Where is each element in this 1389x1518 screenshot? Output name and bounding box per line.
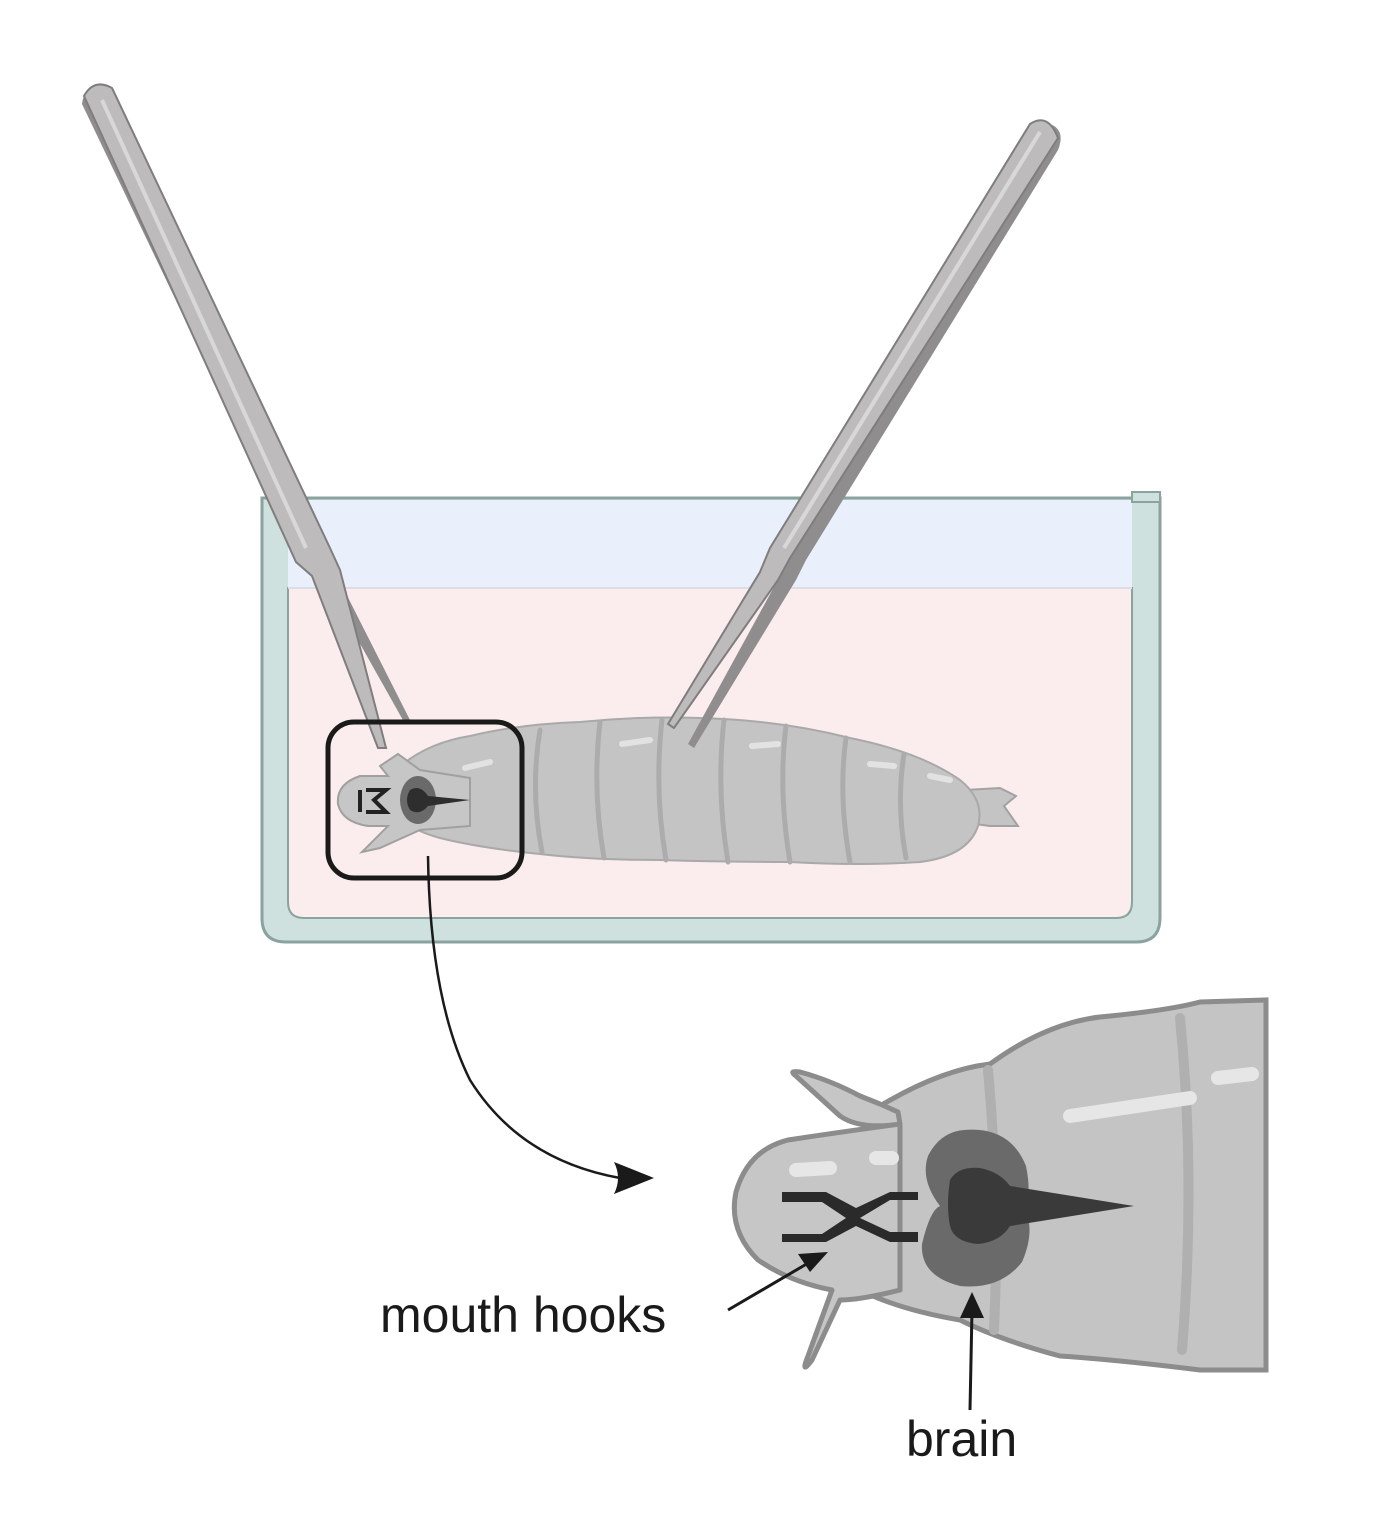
- label-brain: brain: [906, 1411, 1017, 1467]
- forceps-left-arm-front: [84, 84, 386, 748]
- label-mouth-hooks-group: mouth hooks: [380, 1252, 828, 1343]
- dish-rim-right: [1132, 492, 1160, 502]
- label-mouth-hooks: mouth hooks: [380, 1287, 666, 1343]
- forceps-left: [82, 84, 410, 748]
- enlarged-head: [734, 1072, 900, 1368]
- larva-enlarged: [734, 1000, 1266, 1370]
- dish-air-layer: [288, 500, 1132, 588]
- forceps-right-shine: [784, 132, 1040, 548]
- brain-pointer: [970, 1310, 972, 1410]
- forceps-left-shine: [102, 100, 306, 548]
- enlarged-body: [860, 1000, 1266, 1370]
